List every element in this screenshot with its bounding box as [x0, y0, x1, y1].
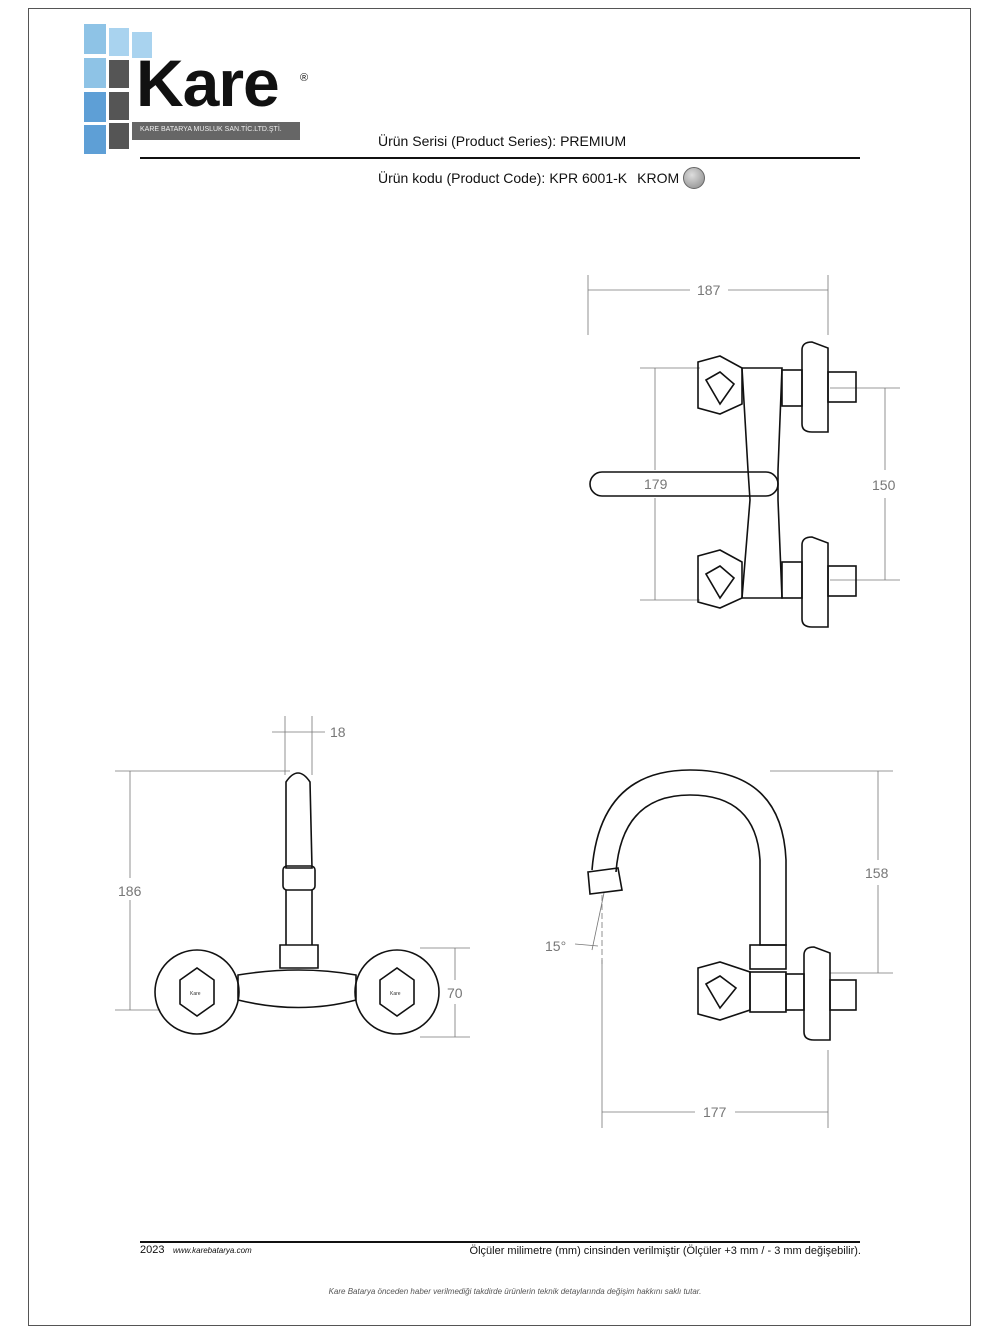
logo-company: KARE BATARYA MUSLUK SAN.TİC.LTD.ŞTİ.: [140, 126, 282, 133]
product-series: Ürün Serisi (Product Series): PREMIUM: [378, 133, 626, 149]
logo-squares-icon: [84, 24, 300, 154]
dim-front-height: 186: [118, 883, 142, 899]
dim-top-centers: 150: [872, 477, 896, 493]
side-view: 158 177 15°: [545, 769, 893, 1128]
logo-registered: ®: [300, 72, 309, 84]
dim-side-reach: 177: [703, 1104, 727, 1120]
finish-label: KROM: [637, 170, 680, 186]
footer-disclaimer: Kare Batarya önceden haber verilmediği t…: [328, 1287, 702, 1296]
footer-website[interactable]: www.karebatarya.com: [173, 1246, 252, 1255]
svg-text:Kare: Kare: [390, 991, 401, 997]
finish-swatch-icon: [683, 167, 706, 189]
svg-text:Kare: Kare: [190, 991, 201, 997]
dim-front-width: 18: [330, 724, 346, 740]
product-code: Ürün kodu (Product Code): KPR 6001-K KRO…: [378, 167, 706, 189]
footer-note: Ölçüler milimetre (mm) cinsinden verilmi…: [469, 1245, 861, 1257]
logo-brand: Kare: [136, 46, 280, 120]
front-view: 18 186 70 Kare Kare: [115, 716, 470, 1038]
header-rule: [140, 157, 860, 159]
logo: Kare ® KARE BATARYA MUSLUK SAN.TİC.LTD.Ş…: [84, 24, 314, 156]
footer-rule: [140, 1241, 860, 1243]
code-value: KPR 6001-K: [549, 170, 628, 186]
footer-year: 2023: [140, 1244, 165, 1256]
code-label: Ürün kodu (Product Code):: [378, 170, 546, 186]
dim-side-height: 158: [865, 865, 889, 881]
dim-top-width: 187: [697, 282, 721, 298]
dim-side-angle: 15°: [545, 938, 566, 954]
series-value: PREMIUM: [560, 133, 627, 149]
series-label: Ürün Serisi (Product Series):: [378, 133, 557, 149]
dim-front-body: 70: [447, 985, 463, 1001]
page-border: [28, 8, 971, 1326]
top-view: 187 179 150: [587, 275, 900, 628]
dim-top-spout: 179: [644, 476, 668, 492]
